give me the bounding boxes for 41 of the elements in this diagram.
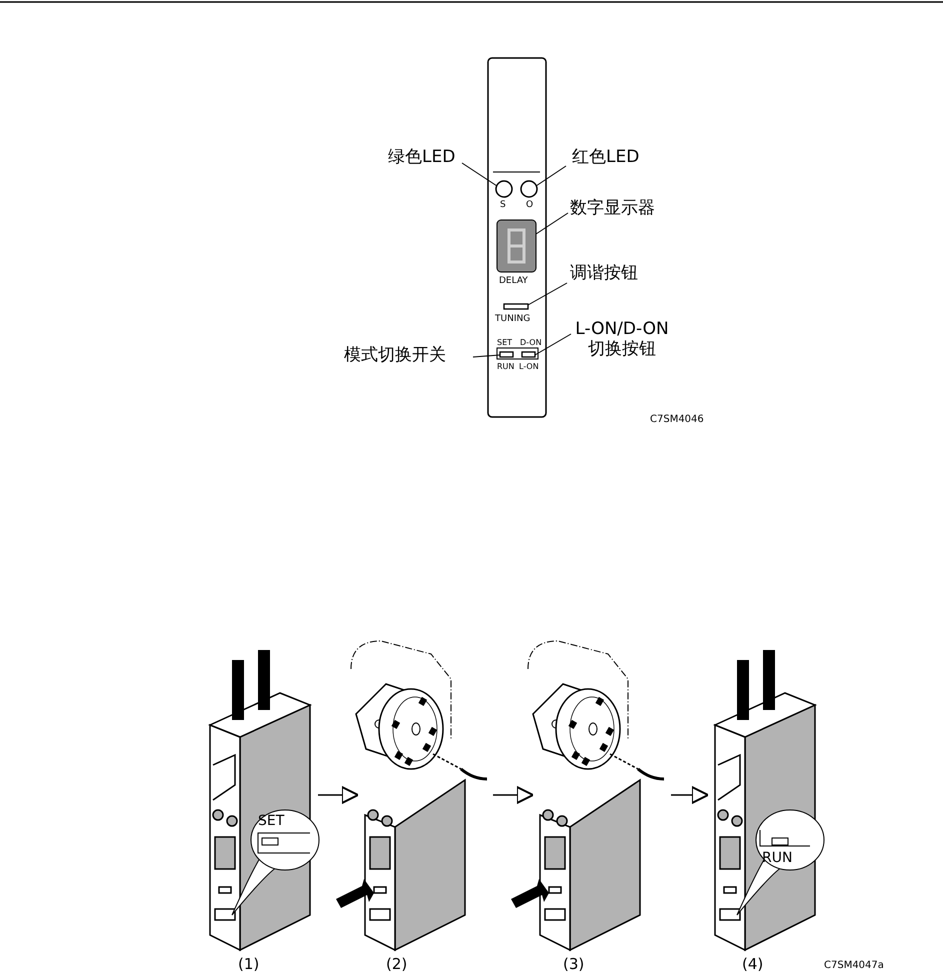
figure-code: C7SM4046 <box>650 414 704 426</box>
setup-step-drawing <box>336 640 488 952</box>
panel-marking: D-ON <box>520 338 542 348</box>
hollow-arrow <box>318 786 359 804</box>
leader-line <box>528 282 568 306</box>
panel-marking: SET <box>497 338 512 348</box>
part-label: 调谐按钮 <box>570 264 638 284</box>
leader-line <box>534 334 572 356</box>
callout-text: SET <box>258 813 284 830</box>
hollow-arrow <box>493 786 534 804</box>
slide-switch <box>521 351 536 358</box>
panel-marking: RUN <box>497 362 514 372</box>
panel-marking: DELAY <box>499 276 528 286</box>
panel-marking: O <box>526 200 534 210</box>
panel-marking: TUNING <box>495 314 530 324</box>
leader-line <box>472 354 500 358</box>
sensor-device-drawing <box>713 650 824 952</box>
part-label: L-ON/D-ON 切换按钮 <box>572 320 672 360</box>
part-label: 绿色LED <box>388 148 456 168</box>
figure-code: C7SM4047a <box>824 960 884 972</box>
led-indicator <box>495 180 513 198</box>
part-label: 红色LED <box>572 148 640 168</box>
slide-switch <box>499 351 514 358</box>
panel-marking: L-ON <box>519 362 539 372</box>
setup-step-drawing <box>511 640 664 952</box>
part-label: 模式切换开关 <box>344 346 446 366</box>
step-number: (4) <box>742 956 764 974</box>
sensor-device-drawing <box>208 650 320 952</box>
step-number: (2) <box>386 956 408 974</box>
leader-line <box>462 162 498 186</box>
callout-text: RUN <box>762 850 792 866</box>
leader-line <box>536 212 568 234</box>
step-number: (3) <box>563 956 584 974</box>
leader-line <box>536 166 566 186</box>
digital-display <box>496 220 536 272</box>
panel-marking: S <box>500 200 506 210</box>
hollow-arrow <box>671 786 709 804</box>
part-label: 数字显示器 <box>570 199 655 219</box>
step-number: (1) <box>238 956 260 974</box>
tuning-button <box>503 303 529 310</box>
led-indicator <box>520 180 538 198</box>
